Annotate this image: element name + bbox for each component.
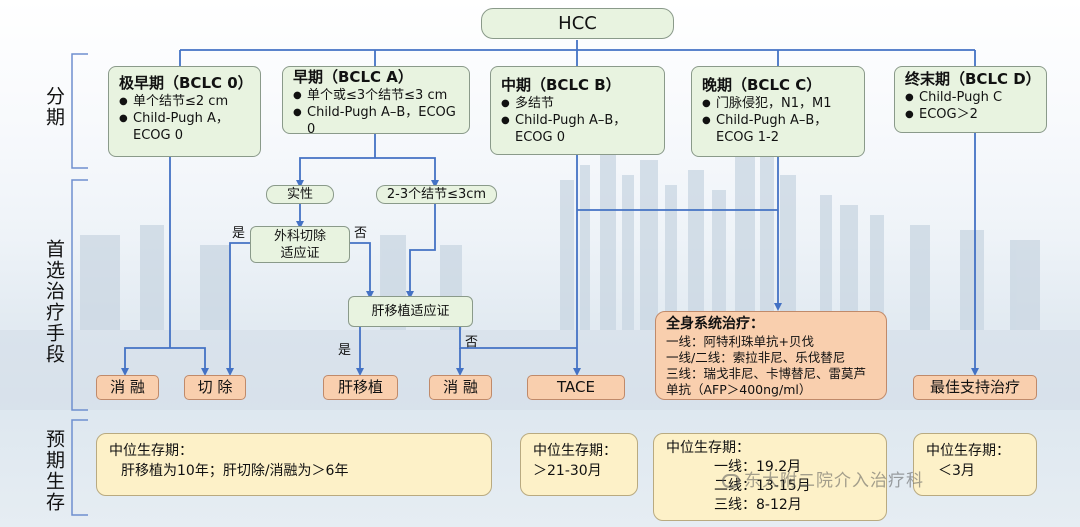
survival-title: 中位生存期：: [533, 443, 617, 459]
stage-title: 极早期（BCLC 0）: [119, 74, 253, 92]
stage-bullet: Child-Pugh C: [905, 89, 1036, 106]
no-label-resection: 否: [354, 226, 368, 241]
survival-very-early-early: 中位生存期： 肝移植为10年；肝切除/消融为＞6年: [96, 433, 492, 496]
survival-intermediate: 中位生存期： ＞21-30月: [520, 433, 638, 496]
survival-line: 三线：8-12月: [714, 497, 802, 513]
decision-multi-nodule: 2-3个结节≤3cm: [376, 185, 497, 204]
watermark-text: 东大附二院介入治疗科: [744, 471, 924, 491]
decision-label: 2-3个结节≤3cm: [386, 187, 487, 202]
systemic-title: 全身系统治疗：: [666, 316, 764, 332]
stage-bullet: 单个结节≤2 cm: [119, 93, 250, 110]
treatment-systemic: 全身系统治疗： 一线：阿特利珠单抗+贝伐 一线/二线：索拉非尼、乐伐替尼 三线：…: [655, 311, 887, 400]
category-first-treatment: 首选治疗手段: [43, 239, 65, 365]
treatment-resection: 切 除: [184, 375, 246, 400]
stage-bullet: 单个或≤3个结节≤3 cm: [293, 87, 459, 104]
decision-label: 肝移植适应证: [371, 304, 450, 319]
stage-very-early: 极早期（BCLC 0） 单个结节≤2 cm Child-Pugh A，ECOG …: [108, 66, 261, 157]
category-survival: 预期生存: [43, 429, 65, 513]
treatment-label: 消 融: [110, 378, 145, 396]
treatment-tace: TACE: [527, 375, 625, 400]
survival-line: 一线：19.2月: [714, 459, 802, 475]
treatment-label: 消 融: [443, 378, 478, 396]
treatment-label: 切 除: [197, 378, 233, 396]
no-label-transplant: 否: [465, 335, 479, 350]
stage-title: 早期（BCLC A）: [293, 68, 413, 86]
treatment-ablation-early: 消 融: [429, 375, 492, 400]
stage-bullet: Child-Pugh A，ECOG 0: [119, 110, 250, 144]
systemic-line: 三线：瑞戈非尼、卡博替尼、雷莫芦单抗（AFP＞400ng/ml）: [666, 366, 867, 397]
root-node-hcc: HCC: [481, 8, 674, 39]
systemic-line: 一线：阿特利珠单抗+贝伐: [666, 334, 814, 349]
survival-line: ＞21-30月: [533, 463, 602, 479]
stage-advanced: 晚期（BCLC C） 门脉侵犯，N1，M1 Child-Pugh A–B，ECO…: [691, 66, 865, 157]
survival-title: 中位生存期：: [926, 443, 1010, 459]
treatment-ablation-very-early: 消 融: [96, 375, 159, 400]
stage-title: 晚期（BCLC C）: [702, 76, 822, 94]
stage-intermediate: 中期（BCLC B） 多结节 Child-Pugh A–B，ECOG 0: [490, 66, 665, 155]
survival-line: 肝移植为10年；肝切除/消融为＞6年: [121, 463, 349, 479]
systemic-line: 一线/二线：索拉非尼、乐伐替尼: [666, 350, 846, 365]
stage-bullet: 多结节: [501, 95, 654, 112]
treatment-label: TACE: [557, 378, 595, 396]
stage-bullet: Child-Pugh A–B，ECOG 0: [501, 112, 654, 146]
survival-title: 中位生存期：: [666, 440, 750, 456]
survival-title: 中位生存期：: [109, 443, 193, 459]
yes-label-transplant: 是: [338, 343, 352, 358]
decision-solitary: 实性: [266, 185, 334, 204]
treatment-transplant: 肝移植: [323, 375, 398, 400]
stage-bullet: Child-Pugh A–B，ECOG 0: [293, 104, 459, 138]
stage-title: 中期（BCLC B）: [501, 76, 621, 94]
stage-bullet: ECOG＞2: [905, 106, 1036, 123]
survival-line: ＜3月: [938, 463, 975, 479]
survival-advanced: 中位生存期： 一线：19.2月 二线：13-15月 三线：8-12月: [653, 433, 887, 521]
category-staging: 分期: [43, 86, 65, 128]
stage-terminal: 终末期（BCLC D） Child-Pugh C ECOG＞2: [894, 66, 1047, 133]
stage-bullet: 门脉侵犯，N1，M1: [702, 95, 854, 112]
watermark: 东大附二院介入治疗科: [722, 466, 924, 491]
root-label: HCC: [558, 13, 597, 34]
survival-terminal: 中位生存期： ＜3月: [913, 433, 1037, 496]
treatment-best-supportive-care: 最佳支持治疗: [913, 375, 1037, 400]
treatment-label: 最佳支持治疗: [929, 378, 1020, 396]
stage-title: 终末期（BCLC D）: [905, 70, 1041, 88]
decision-resection-indication: 外科切除适应证: [250, 226, 350, 263]
stage-bullet: Child-Pugh A–B，ECOG 1-2: [702, 112, 854, 146]
decision-label: 实性: [286, 187, 313, 202]
decision-label: 外科切除适应证: [273, 228, 326, 261]
wechat-icon: [722, 474, 740, 488]
treatment-label: 肝移植: [337, 378, 383, 396]
stage-early: 早期（BCLC A） 单个或≤3个结节≤3 cm Child-Pugh A–B，…: [282, 66, 470, 137]
yes-label-resection: 是: [232, 226, 246, 241]
decision-transplant-indication: 肝移植适应证: [348, 296, 473, 327]
